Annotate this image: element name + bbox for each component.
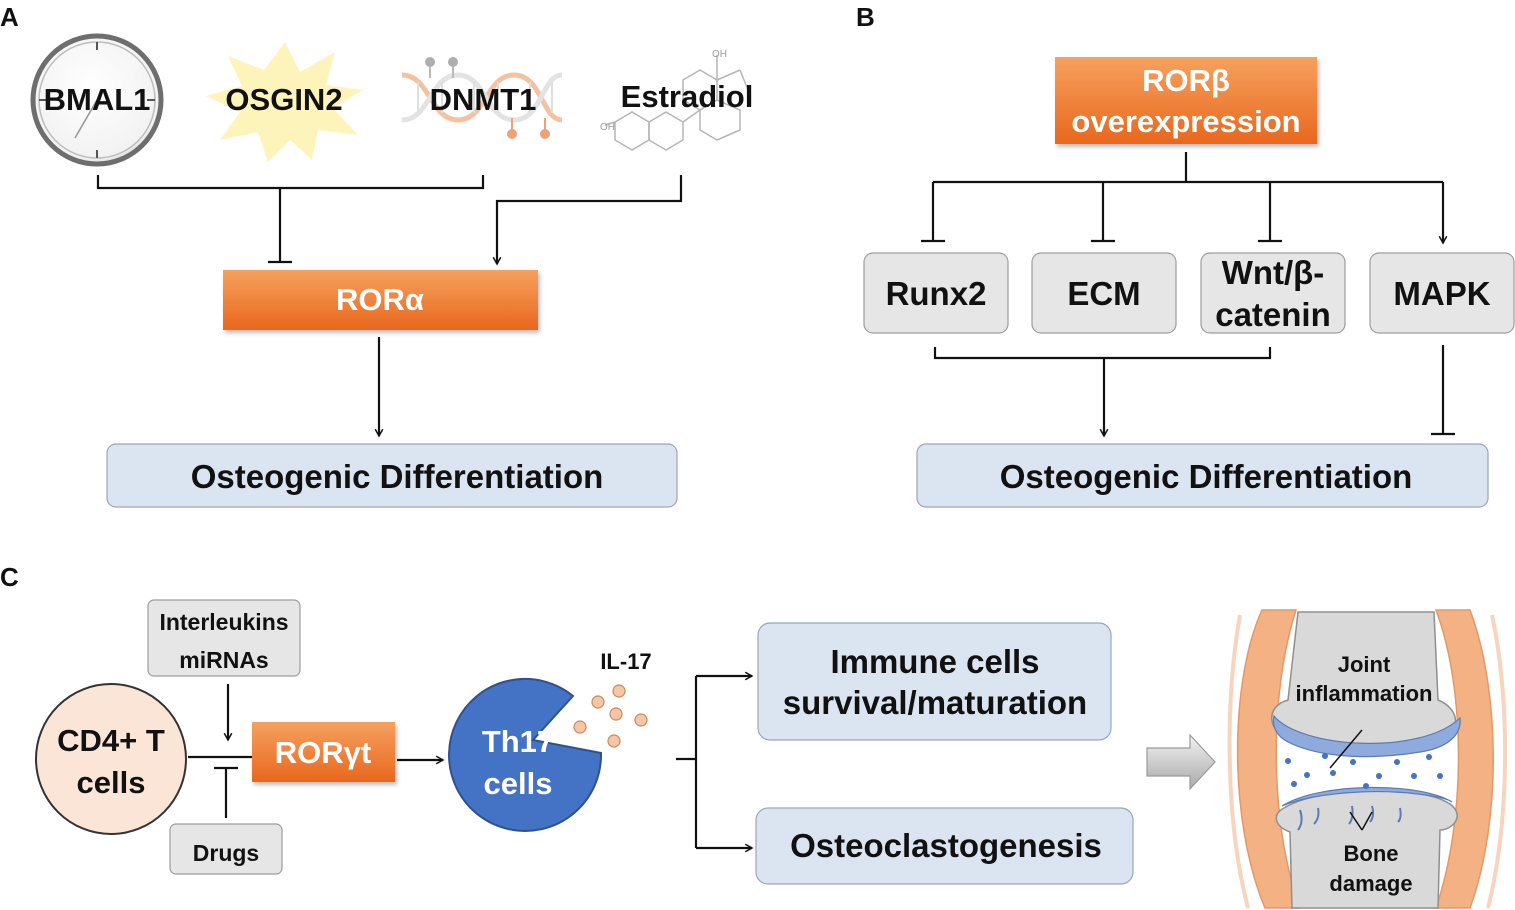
ror-beta-box	[1055, 57, 1317, 144]
osgin2-label: OSGIN2	[225, 82, 342, 117]
osteogenic-label-b: Osteogenic Differentiation	[1000, 458, 1413, 495]
osteogenic-box-a	[106, 443, 678, 508]
ecm-label: ECM	[1067, 275, 1140, 312]
estradiol-oh-top: OH	[712, 49, 727, 60]
runx2-inhibition	[921, 182, 945, 243]
targets-bracket	[933, 347, 1272, 360]
cd4-label-line2: cells	[77, 765, 146, 800]
wnt-box	[1200, 252, 1346, 334]
mapk-label: MAPK	[1393, 275, 1490, 312]
estradiol-molecule-icon	[604, 55, 751, 151]
interleukins-label: Interleukins	[159, 609, 288, 635]
osteoclast-box	[755, 807, 1134, 885]
osteogenic-label-a: Osteogenic Differentiation	[191, 458, 604, 495]
ror-beta-label-line2: overexpression	[1071, 104, 1300, 139]
ror-gamma-label: RORγt	[275, 735, 371, 770]
modulators-box	[147, 599, 301, 677]
dnmt1-label: DNMT1	[430, 82, 537, 117]
ror-gamma-box	[252, 722, 395, 782]
th17-label-line1: Th17	[482, 724, 554, 759]
bone-label-line2: damage	[1329, 871, 1412, 896]
osteogenic-box-b	[916, 443, 1489, 508]
wnt-label-line2: catenin	[1215, 296, 1331, 333]
wnt-label-line1: Wnt/β-	[1222, 254, 1325, 291]
drugs-inhibition	[214, 766, 238, 818]
starburst-icon	[206, 42, 363, 162]
estradiol-label: Estradiol	[621, 79, 754, 114]
panel-a-label: A	[0, 2, 19, 32]
runx2-box	[863, 252, 1009, 334]
ror-beta-branch	[933, 152, 1443, 184]
immune-box	[757, 622, 1112, 741]
mirnas-label: miRNAs	[179, 647, 268, 673]
ror-alpha-box	[223, 270, 538, 330]
panel-c: C Interleukins miRNAs CD4+ T cells RORγt…	[0, 562, 1507, 909]
bone-label-line1: Bone	[1344, 841, 1399, 866]
joint-label-line1: Joint	[1338, 652, 1391, 677]
panel-b: B RORβ overexpression Runx2 ECM Wnt/β- c…	[856, 2, 1515, 508]
joint-label-line2: inflammation	[1296, 681, 1433, 706]
joint-illustration	[1227, 609, 1507, 909]
transition-arrow-icon	[1146, 733, 1216, 791]
drugs-label: Drugs	[193, 840, 259, 866]
ecm-inhibition	[1091, 182, 1115, 243]
panel-b-label: B	[856, 2, 875, 32]
dna-helix-icon	[401, 57, 563, 139]
clock-icon	[30, 33, 164, 167]
ror-beta-label-line1: RORβ	[1142, 63, 1230, 98]
th17-label-line2: cells	[484, 766, 553, 801]
ecm-box	[1031, 252, 1177, 334]
bmal1-label: BMAL1	[44, 82, 151, 117]
osteoclast-label: Osteoclastogenesis	[790, 827, 1102, 864]
il17-dots	[573, 684, 648, 748]
estradiol-oh-bottom: OH	[600, 122, 615, 133]
estradiol-activation-arrow	[497, 175, 683, 264]
mapk-box	[1369, 252, 1515, 334]
drugs-box	[169, 823, 283, 875]
il17-label: IL-17	[600, 649, 651, 674]
panel-a: A BMAL1 OSGIN2	[0, 2, 754, 508]
il17-branch	[676, 676, 698, 848]
wnt-inhibition	[1258, 182, 1282, 243]
cd4-t-cell	[35, 683, 187, 835]
immune-label-line1: Immune cells	[830, 643, 1039, 680]
immune-label-line2: survival/maturation	[783, 684, 1087, 721]
mapk-inhibition	[1431, 345, 1455, 436]
ror-alpha-label: RORα	[336, 282, 424, 317]
th17-cell	[448, 677, 603, 832]
runx2-label: Runx2	[886, 275, 987, 312]
inhibitor-bracket	[96, 175, 485, 190]
cd4-label-line1: CD4+ T	[57, 723, 165, 758]
panel-c-label: C	[0, 562, 19, 592]
